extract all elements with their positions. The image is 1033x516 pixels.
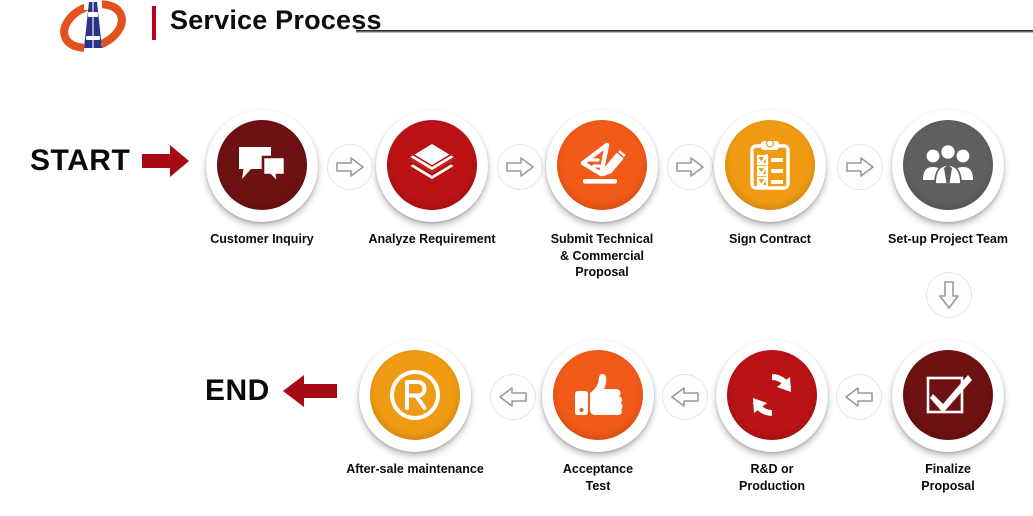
disc-fill: [217, 120, 307, 210]
end-label: END: [205, 374, 270, 407]
connector-arrow-right-3: [667, 144, 713, 190]
step-setup-project-team[interactable]: Set-up Project Team: [878, 110, 1018, 248]
process-row-bottom: END After-sale maintenance: [0, 330, 1033, 516]
connector-arrow-right-1: [327, 144, 373, 190]
step-disc: [542, 340, 654, 452]
checkbox-checked-icon: [922, 370, 974, 420]
step-label: After-sale maintenance: [346, 462, 484, 476]
step-disc: [892, 110, 1004, 222]
people-group-icon: [922, 143, 974, 187]
start-marker: START: [30, 144, 190, 178]
connector-arrow-left-1: [490, 374, 536, 420]
step-label: R&D or Production: [739, 462, 805, 493]
clipboard-checklist-icon: [748, 139, 792, 191]
title-divider-rule: [356, 30, 1033, 33]
step-disc: [359, 340, 471, 452]
disc-fill: [903, 350, 993, 440]
step-disc: [716, 340, 828, 452]
step-label: Customer Inquiry: [210, 232, 314, 246]
arrow-left-outline-icon: [671, 386, 699, 408]
arrow-right-outline-icon: [676, 156, 704, 178]
step-label: Analyze Requirement: [368, 232, 496, 246]
arrow-left-outline-icon: [499, 386, 527, 408]
page-header: Service Process: [0, 0, 1033, 56]
step-disc: [376, 110, 488, 222]
arrow-right-outline-icon: [506, 156, 534, 178]
arrow-left-outline-icon: [845, 386, 873, 408]
step-acceptance-test[interactable]: Acceptance Test: [528, 340, 668, 494]
arrow-down-outline-icon: [938, 281, 960, 309]
step-disc: [892, 340, 1004, 452]
step-disc: [206, 110, 318, 222]
step-label: Finalize Proposal: [921, 462, 975, 493]
start-label: START: [30, 144, 131, 177]
disc-fill: [903, 120, 993, 210]
step-disc: [546, 110, 658, 222]
step-after-sale-maintenance[interactable]: After-sale maintenance: [345, 340, 485, 478]
page-title: Service Process: [170, 5, 382, 35]
refresh-sync-icon: [745, 368, 799, 422]
step-submit-proposal[interactable]: Submit Technical & Commercial Proposal: [532, 110, 672, 281]
arrow-left-solid-icon: [282, 374, 338, 408]
process-row-top: START Customer Inquiry: [0, 100, 1033, 318]
connector-arrow-down: [926, 272, 972, 318]
step-analyze-requirement[interactable]: Analyze Requirement: [362, 110, 502, 248]
disc-fill: [553, 350, 643, 440]
ruler-pencil-icon: [577, 141, 627, 189]
title-accent-bar: [152, 6, 156, 40]
connector-arrow-right-4: [837, 144, 883, 190]
step-disc: [714, 110, 826, 222]
end-marker: END: [205, 374, 338, 408]
disc-fill: [370, 350, 460, 440]
arrow-right-outline-icon: [846, 156, 874, 178]
step-label: Set-up Project Team: [888, 232, 1008, 246]
stacked-layers-icon: [407, 142, 457, 188]
arrow-right-outline-icon: [336, 156, 364, 178]
step-rnd-production[interactable]: R&D or Production: [702, 340, 842, 494]
step-label: Submit Technical & Commercial Proposal: [550, 232, 654, 279]
step-customer-inquiry[interactable]: Customer Inquiry: [192, 110, 332, 248]
disc-fill: [725, 120, 815, 210]
company-tower-swoosh-logo-icon: [56, 0, 130, 52]
step-label: Sign Contract: [729, 232, 811, 246]
connector-arrow-left-3: [836, 374, 882, 420]
thumbs-up-icon: [572, 371, 624, 419]
step-sign-contract[interactable]: Sign Contract: [700, 110, 840, 248]
speech-bubbles-icon: [237, 143, 287, 187]
connector-arrow-left-2: [662, 374, 708, 420]
step-label: Acceptance Test: [562, 462, 634, 493]
disc-fill: [727, 350, 817, 440]
disc-fill: [387, 120, 477, 210]
disc-fill: [557, 120, 647, 210]
registered-r-icon: [385, 365, 445, 425]
arrow-right-solid-icon: [142, 144, 190, 178]
connector-arrow-right-2: [497, 144, 543, 190]
step-finalize-proposal[interactable]: Finalize Proposal: [878, 340, 1018, 494]
